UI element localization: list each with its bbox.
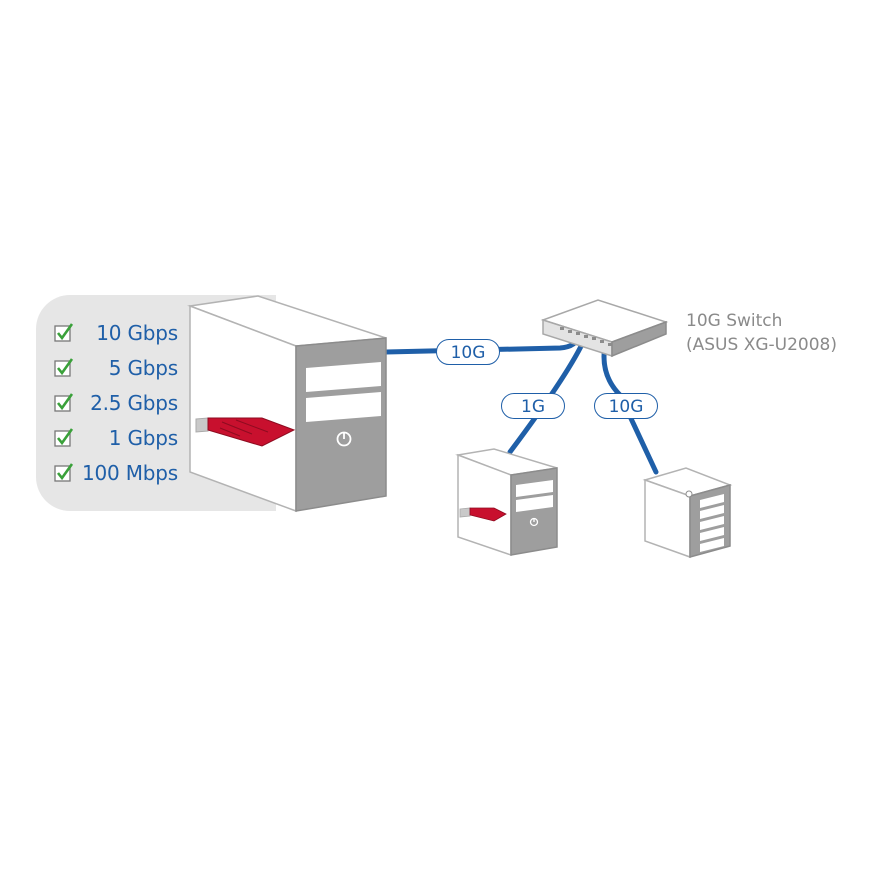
speed-item-100mbps: 100 Mbps (54, 459, 184, 489)
speed-item-2-5gbps: 2.5 Gbps (54, 389, 184, 419)
link-label-pc: 1G (501, 393, 565, 419)
speed-label: 10 Gbps (96, 321, 178, 345)
speed-item-5gbps: 5 Gbps (54, 354, 184, 384)
checkbox-checked-icon (54, 428, 74, 447)
link-label-nas: 10G (594, 393, 658, 419)
nas-storage-icon (642, 467, 733, 559)
client-computer-icon (455, 448, 558, 557)
switch-name: 10G Switch (686, 311, 783, 331)
checkbox-checked-icon (54, 358, 74, 377)
network-card-icon (195, 417, 296, 447)
checkbox-checked-icon (54, 323, 74, 342)
speed-label: 5 Gbps (108, 356, 178, 380)
speed-label: 1 Gbps (108, 426, 178, 450)
speed-label: 2.5 Gbps (90, 391, 178, 415)
link-label-main: 10G (436, 339, 500, 365)
speed-item-10gbps: 10 Gbps (54, 319, 184, 349)
speed-label: 100 Mbps (82, 461, 178, 485)
speed-item-1gbps: 1 Gbps (54, 424, 184, 454)
main-computer-icon (187, 295, 387, 513)
checkbox-checked-icon (54, 463, 74, 482)
network-switch-icon (540, 299, 669, 358)
switch-caption: 10G Switch (ASUS XG-U2008) (686, 309, 837, 357)
switch-model: (ASUS XG-U2008) (686, 335, 837, 355)
checkbox-checked-icon (54, 393, 74, 412)
